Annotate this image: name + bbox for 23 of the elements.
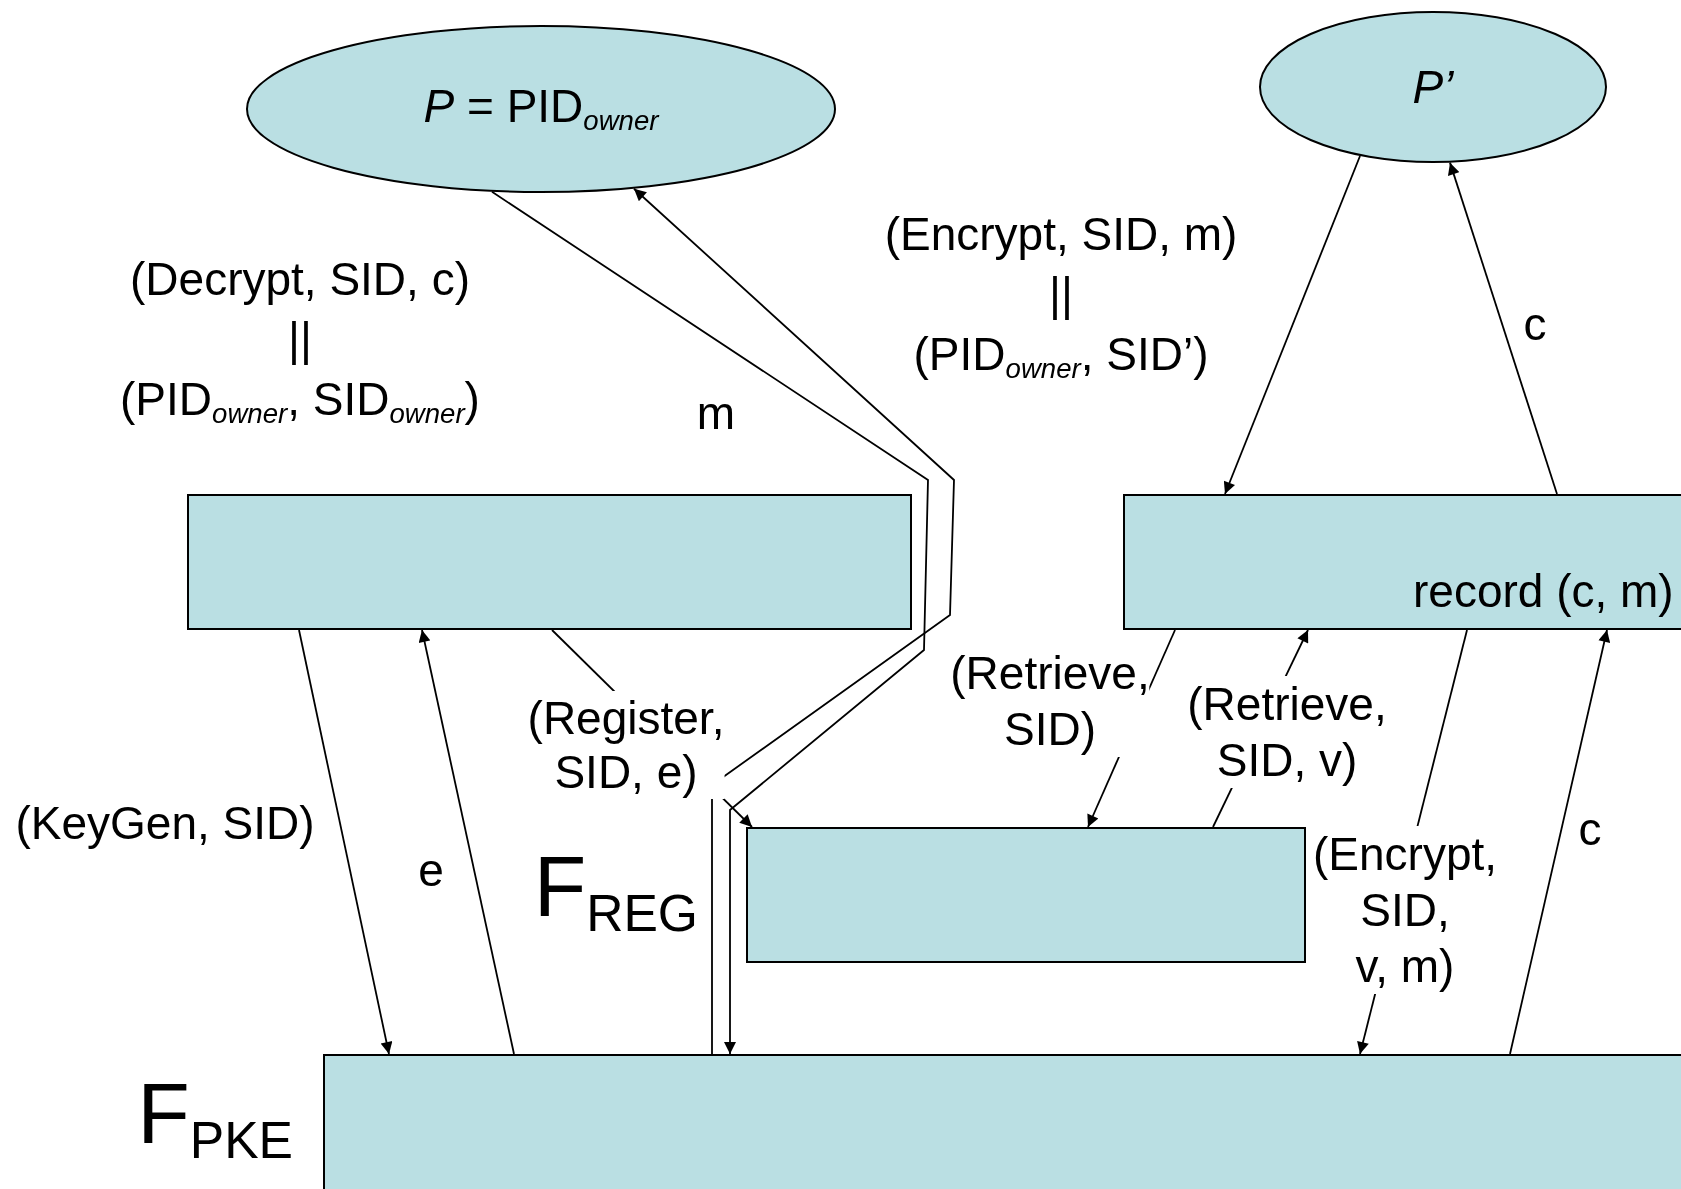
functionality-box: [187, 494, 912, 630]
arrow: [491, 190, 929, 1055]
arrow: [551, 629, 753, 828]
party-ellipse: [1259, 11, 1607, 163]
arrow: [633, 187, 955, 1055]
functionality-name: F$_{REG}$: [533, 843, 698, 941]
arrow: [1212, 629, 1309, 828]
arrow: [1223, 155, 1361, 495]
arrow: [418, 629, 515, 1055]
node-label: P = PID$_{owner}$: [423, 81, 659, 137]
arrow: [1357, 629, 1468, 1055]
arrow: [1087, 629, 1176, 828]
arrow: [1509, 629, 1611, 1055]
node-label: record (c, m): [1413, 566, 1674, 617]
node-label: P’: [1412, 61, 1454, 113]
functionality-box: [1123, 494, 1681, 630]
functionality-box: [746, 827, 1306, 963]
edge-label: (Register, SID, e): [527, 691, 725, 799]
party-ellipse: [246, 25, 836, 193]
functionality-name: F$_{PKE}$: [137, 1070, 293, 1168]
arrow: [298, 629, 393, 1055]
arrow: [1448, 161, 1558, 495]
functionality-box: [323, 1054, 1681, 1189]
